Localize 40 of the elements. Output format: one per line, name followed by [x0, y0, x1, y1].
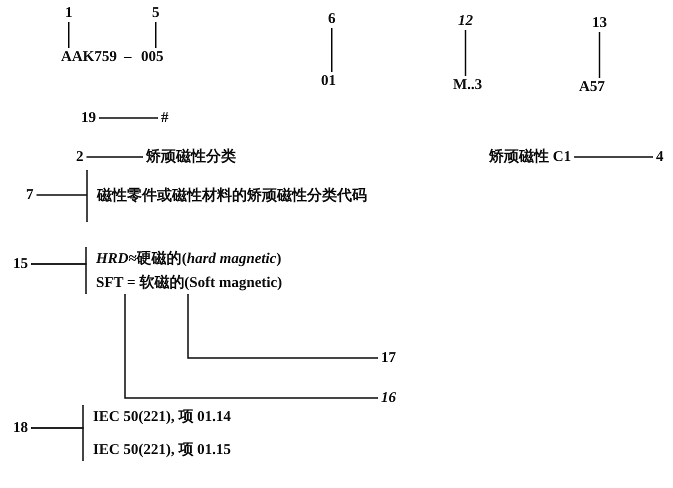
leader-line: [36, 169, 88, 223]
leader-line: [31, 427, 84, 461]
callout-number: 12: [455, 12, 476, 30]
leader-line: [187, 294, 378, 359]
callout-number: 18: [10, 419, 31, 437]
code-text: 01: [318, 72, 339, 90]
leader-line: [331, 28, 332, 72]
callout-number: 15: [10, 255, 31, 273]
leader-line: [86, 156, 143, 158]
leader-line: [574, 156, 653, 158]
definition-text: HRD≈硬磁的(hard magnetic): [86, 247, 282, 270]
leader-line: [598, 32, 600, 78]
callout-number: 6: [325, 10, 338, 28]
callout-number: 13: [589, 14, 610, 32]
category-text: 矫顽磁性分类: [143, 148, 239, 166]
leader-line: [155, 22, 156, 48]
leader-line: [464, 30, 466, 76]
code-text: 005: [138, 48, 166, 66]
description-text: 磁性零件或磁性材料的矫顽磁性分类代码: [87, 170, 367, 222]
code-text: AAK759: [58, 48, 120, 66]
callout-number: 4: [653, 148, 666, 166]
leader-line: [68, 22, 70, 48]
code-text: M..3: [450, 76, 486, 94]
category-text: 矫顽磁性 C1: [486, 148, 574, 166]
callout-number: 1: [62, 4, 76, 22]
callout-number: 2: [73, 148, 86, 166]
callout-number: 19: [78, 109, 99, 127]
symbol-text: #: [158, 109, 172, 127]
code-text: A57: [576, 78, 608, 96]
definition-text: SFT = 软磁的(Soft magnetic): [86, 271, 282, 294]
reference-text: IEC 50(221), 项 01.14: [83, 405, 231, 428]
callout-number: 17: [378, 349, 399, 367]
separator-dash: –: [124, 48, 132, 66]
callout-number: 5: [149, 4, 162, 22]
reference-text: IEC 50(221), 项 01.15: [83, 438, 231, 461]
leader-line: [99, 117, 158, 119]
leader-line: [124, 294, 378, 399]
callout-number: 16: [378, 389, 399, 407]
leader-line: [31, 263, 87, 294]
callout-number: 7: [23, 186, 36, 204]
